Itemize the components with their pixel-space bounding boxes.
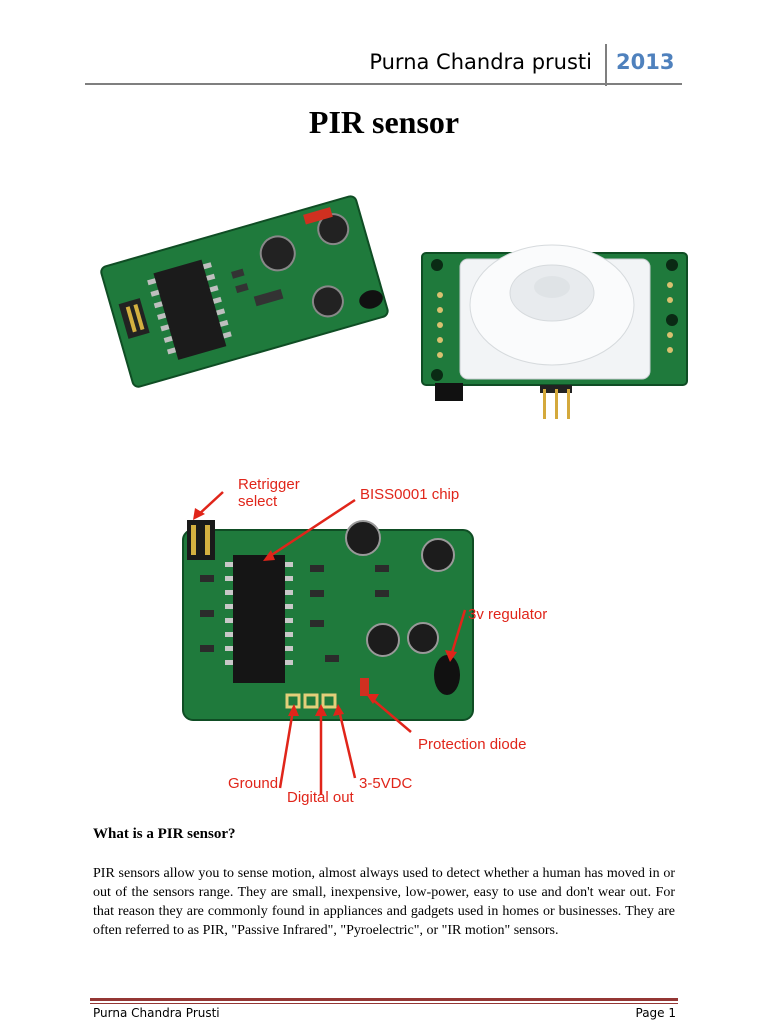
footer-rule: [90, 998, 678, 1001]
header-year: 2013: [616, 50, 675, 74]
section-heading: What is a PIR sensor?: [93, 826, 236, 842]
body-paragraph: PIR sensors allow you to sense motion, a…: [93, 866, 675, 938]
header-rule: [85, 83, 682, 85]
callout-regulator: 3v regulator: [468, 606, 548, 623]
callout-chip: BISS0001 chip: [360, 486, 460, 503]
footer-rule-thin: [90, 1003, 678, 1004]
header-divider: [605, 44, 607, 86]
annotated-board-photo: [182, 491, 474, 795]
callout-retrigger: Retrigger select: [238, 476, 300, 510]
footer-author: Purna Chandra Prusti: [93, 1006, 220, 1020]
page-title: PIR sensor: [308, 104, 460, 140]
header-author: Purna Chandra prusti: [369, 50, 592, 74]
callout-diode: Protection diode: [418, 736, 527, 753]
pir-boards-photo: [100, 195, 688, 419]
page-number: Page 1: [635, 1006, 677, 1020]
callout-digital-out: Digital out: [287, 789, 354, 806]
callout-vdc: 3-5VDC: [359, 775, 413, 792]
callout-ground: Ground: [228, 775, 279, 792]
